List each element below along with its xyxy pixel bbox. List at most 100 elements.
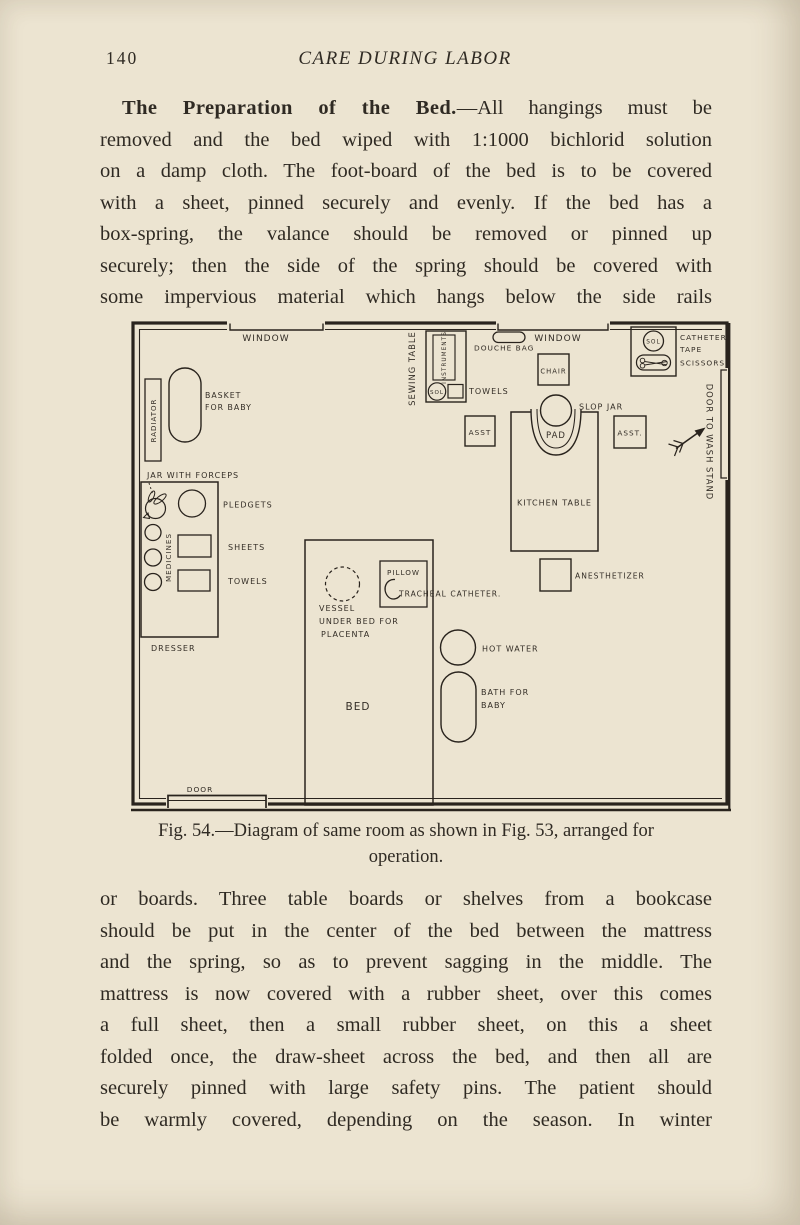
baby-basket-shape <box>168 367 202 443</box>
towels-sewing-label: TOWELS <box>468 387 509 396</box>
para1-line-1: The Preparation of the Bed.—All hangings… <box>100 93 712 125</box>
chair-box <box>537 353 570 386</box>
window-left-label: WINDOW <box>242 334 289 344</box>
tracheal-catheter-label: TRACHEAL CATHETER. <box>398 590 501 599</box>
medicines-label: MEDICINES <box>164 533 173 582</box>
running-header: 140 CARE DURING LABOR <box>100 48 710 74</box>
solution-bowl-catheter <box>642 330 665 352</box>
para2-line-4: mattress is now covered with a rubber sh… <box>100 982 712 1005</box>
radiator-box <box>144 378 162 462</box>
assistant-left-label: ASST <box>469 428 492 437</box>
tape-label: TAPE <box>679 345 702 354</box>
door-bottom-frame <box>167 794 267 808</box>
instruments-label: INSTRUMENTS <box>442 331 448 384</box>
door-right-frame <box>720 369 727 479</box>
window-right-label: WINDOW <box>534 334 581 344</box>
running-head-title: CARE DURING LABOR <box>298 48 512 69</box>
vessel-label-1: VESSEL <box>319 604 355 613</box>
sol-label-catheter: SOL <box>646 340 660 346</box>
para2-line-2: should be put in the center of the bed b… <box>100 919 712 942</box>
room-outer-wall <box>131 321 729 806</box>
jar-with-forceps-drawing <box>142 490 167 520</box>
vessel-label-3: PLACENTA <box>321 630 370 639</box>
para1-bold-lead: The Preparation of the Bed. <box>122 97 457 119</box>
para1-line-7: some impervious material which hangs bel… <box>100 286 712 308</box>
para1-line-4: with a sheet, pinned securely and evenly… <box>100 191 712 214</box>
anesthetizer-label: ANESTHETIZER <box>575 572 645 581</box>
kitchen-table-label: KITCHEN TABLE <box>517 499 592 508</box>
sheets-label: SHEETS <box>228 543 265 552</box>
window-left-gap <box>227 321 325 334</box>
anesthetizer-box <box>539 558 572 592</box>
pledgets-label: PLEDGETS <box>223 501 273 510</box>
hot-water-label: HOT WATER <box>482 645 539 654</box>
vessel-label-2: UNDER BED FOR <box>319 617 399 626</box>
baby-bath-shape <box>440 671 477 743</box>
assistant-left-box <box>464 415 496 447</box>
pillow-box <box>379 560 428 608</box>
window-right-frame <box>497 323 609 331</box>
instruments-tray <box>432 334 456 381</box>
douche-bag-label: DOUCHE BAG <box>474 344 534 353</box>
pledgets-jar <box>177 489 207 518</box>
para1-line-6: securely; then the side of the spring sh… <box>100 254 712 277</box>
bath-label-2: BABY <box>481 701 506 710</box>
para2-line-5: a full sheet, then a small rubber sheet,… <box>100 1014 712 1036</box>
door-wash-stand-label: DOOR TO WASH STAND <box>705 384 715 501</box>
pad-label: PAD <box>546 431 566 441</box>
pad-inner <box>536 408 576 449</box>
medicine-bottles <box>143 523 163 592</box>
basket-label-1: BASKET <box>205 391 241 400</box>
solution-bowl-sewing <box>427 382 447 401</box>
radiator-label: RADIATOR <box>150 399 158 443</box>
sewing-table-box <box>425 330 467 403</box>
hot-water-vessel <box>439 629 477 666</box>
towels-stack <box>177 569 211 592</box>
paragraph-2: or boards. Three table boards or shelves… <box>100 884 712 1136</box>
arrow-to-wash-stand <box>668 427 706 457</box>
scissors-icon <box>639 357 668 369</box>
para1-lead-rest: —All hangings must be <box>456 97 713 119</box>
catheter-table-box <box>630 326 677 377</box>
jar-with-forceps-label: JAR WITH FORCEPS <box>146 471 239 480</box>
para2-line-6: folded once, the draw-sheet across the b… <box>100 1045 712 1068</box>
sewing-table-tray <box>447 383 464 399</box>
basket-label-2: FOR BABY <box>205 403 252 412</box>
paragraph-1: The Preparation of the Bed.—All hangings… <box>100 93 712 314</box>
slop-jar-shape <box>539 394 573 427</box>
placenta-vessel <box>324 566 361 602</box>
sewing-table-label: SEWING TABLE <box>407 331 417 406</box>
slop-jar-label: SLOP JAR <box>579 403 623 412</box>
scissors-label: SCISSORS <box>680 359 725 368</box>
figure-54-room-diagram: RADIATOR BASKET FOR BABY JAR WITH FORCEP… <box>131 321 731 812</box>
sheets-stack <box>177 534 212 558</box>
para1-line-2: removed and the bed wiped with 1:1000 bi… <box>100 128 712 151</box>
bed-label: BED <box>346 701 371 713</box>
sol-label-sewing: SOL <box>430 390 444 396</box>
para2-line-7: securely pinned with large safety pins. … <box>100 1077 712 1099</box>
page-number: 140 <box>106 48 139 68</box>
caption-line-1: Fig. 54.—Diagram of same room as shown i… <box>158 821 654 841</box>
bath-label-1: BATH FOR <box>481 688 529 697</box>
towels-dresser-label: TOWELS <box>227 577 268 586</box>
figure-caption: Fig. 54.—Diagram of same room as shown i… <box>100 818 712 870</box>
window-right-gap <box>496 321 610 334</box>
para1-line-3: on a damp cloth. The foot-board of the b… <box>100 160 712 182</box>
para2-line-1: or boards. Three table boards or shelves… <box>100 888 712 910</box>
dresser-label: DRESSER <box>151 644 196 653</box>
chair-label: CHAIR <box>540 368 566 376</box>
pillow-label: PILLOW <box>387 568 420 577</box>
bed-shape <box>304 539 434 806</box>
assistant-right-label: ASST. <box>617 429 642 438</box>
scissors-tray <box>635 354 672 371</box>
door-bottom-label: DOOR <box>187 785 213 794</box>
window-left-frame <box>229 323 324 331</box>
para2-line-8: be warmly covered, depending on the seas… <box>100 1108 712 1131</box>
para2-line-3: and the spring, so as to prevent sagging… <box>100 951 712 973</box>
tracheal-catheter-drawing <box>384 578 402 600</box>
caption-line-2: operation. <box>368 847 444 867</box>
jar-pointer-dots <box>148 482 154 496</box>
room-inner-wall <box>138 328 722 800</box>
dresser-box <box>140 481 219 638</box>
